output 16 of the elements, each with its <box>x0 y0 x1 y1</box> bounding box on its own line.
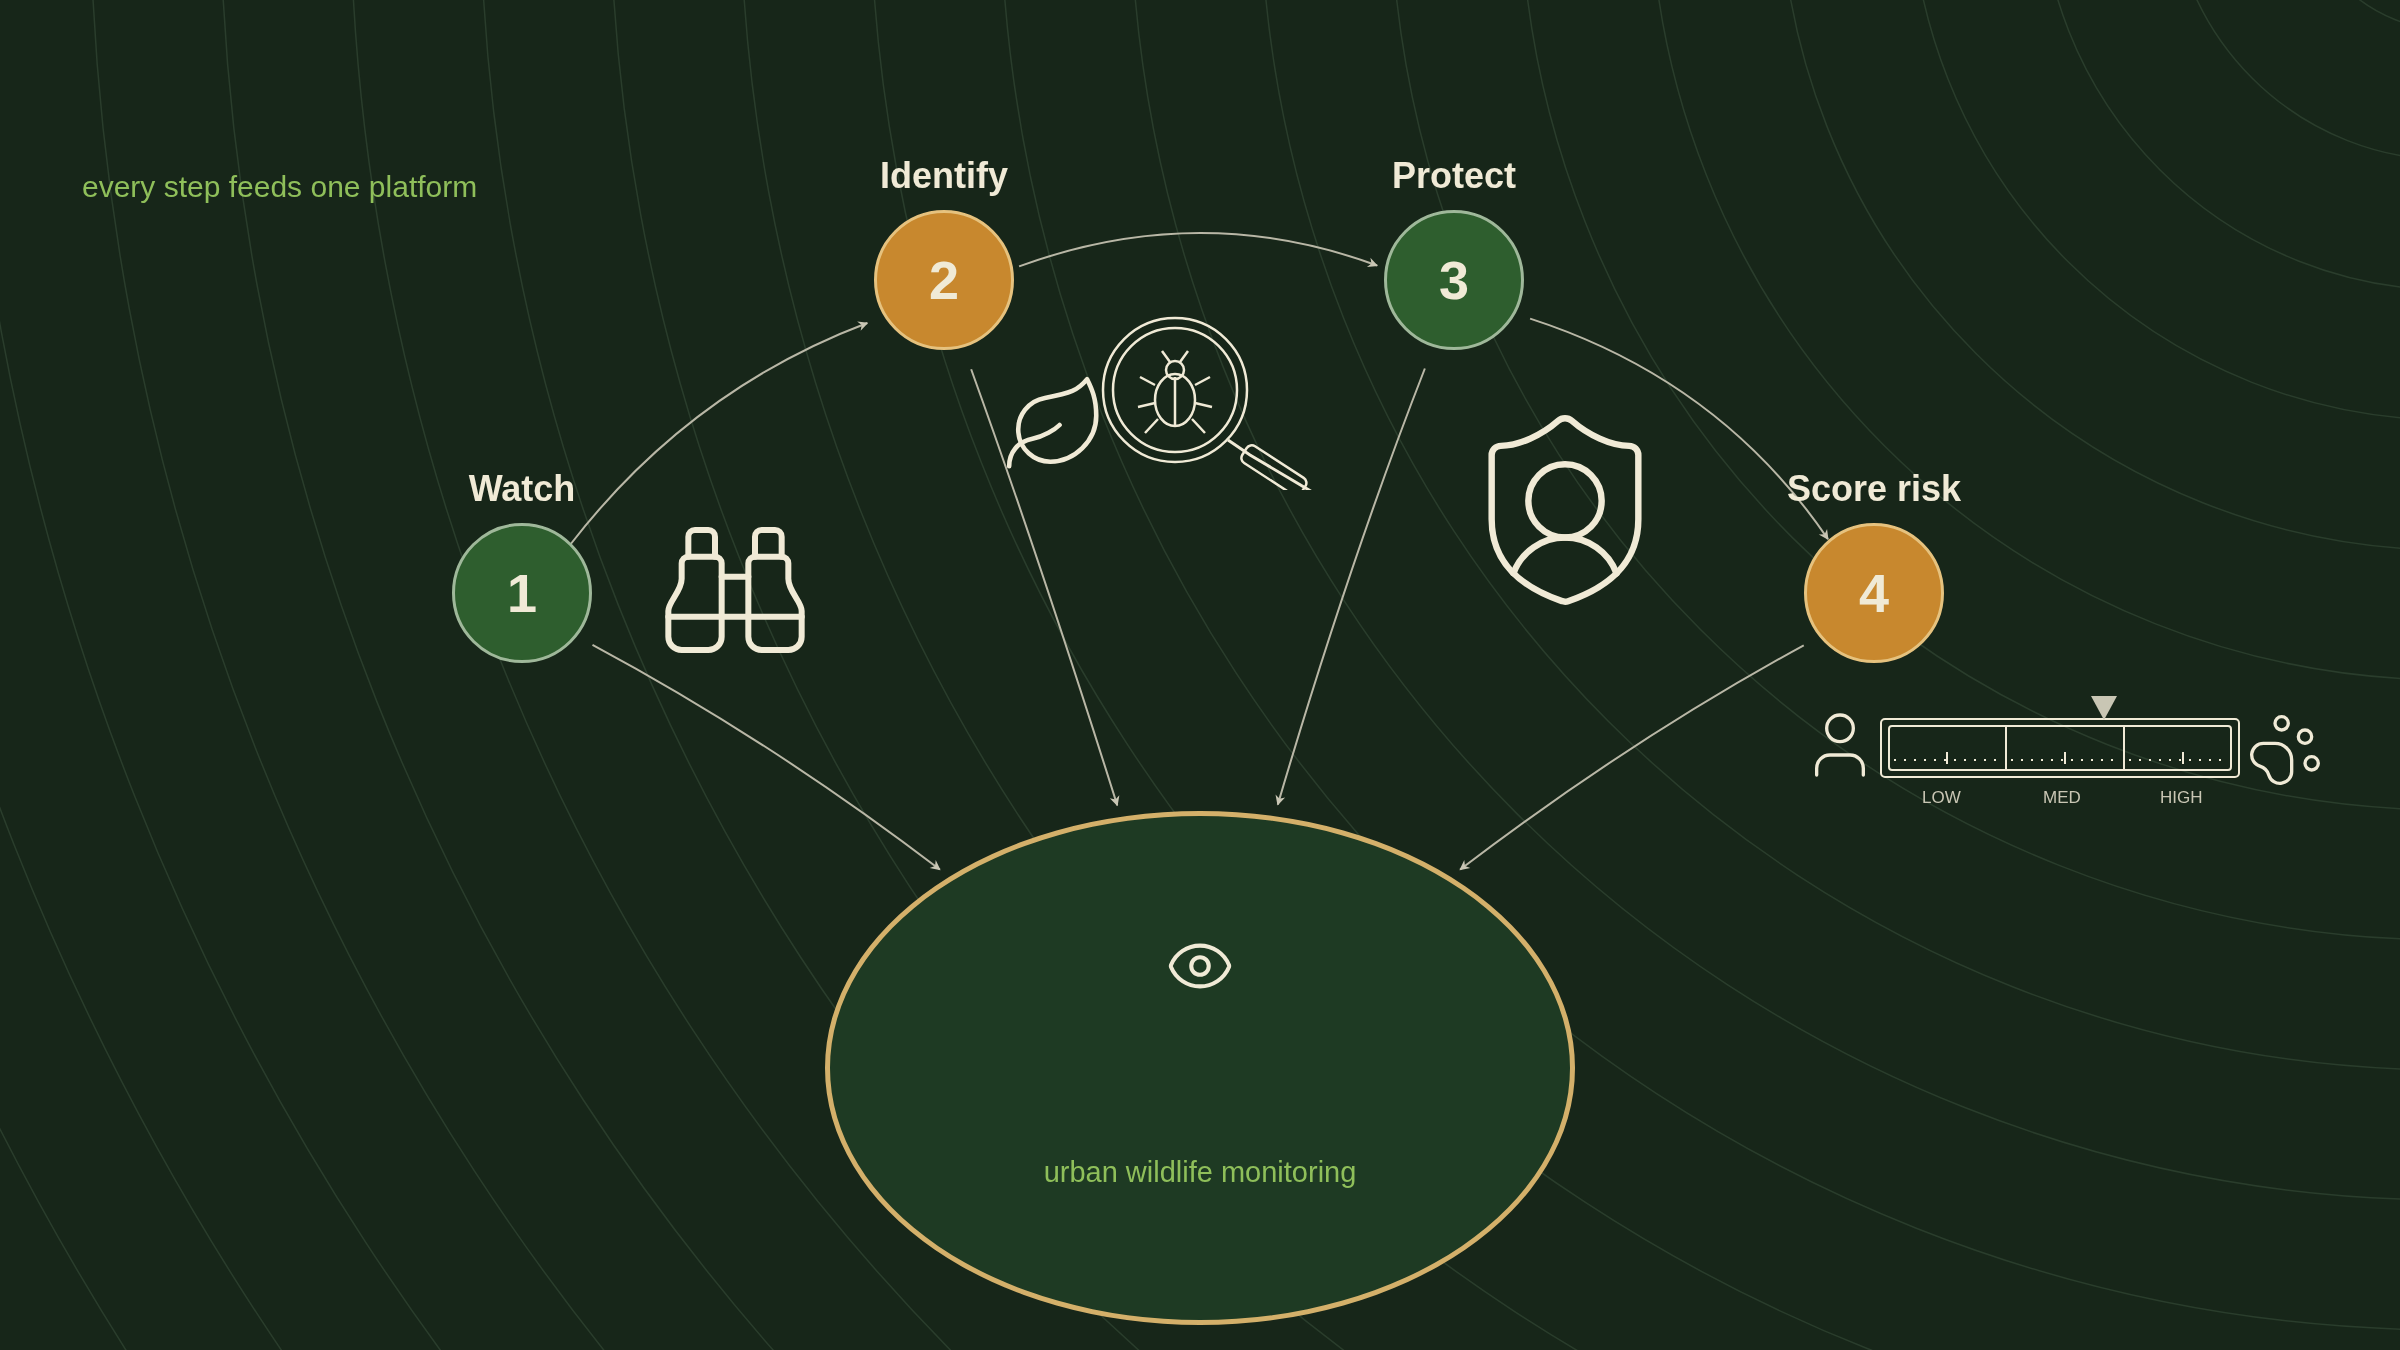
arrow <box>1275 367 1426 806</box>
scale-label: HIGH <box>2160 787 2203 809</box>
step-title: Identify <box>880 154 1008 198</box>
scale-label: MED <box>2043 787 2081 809</box>
step-title: Watch <box>468 467 576 511</box>
scale-label: LOW <box>1922 787 1961 809</box>
arrow <box>1459 644 1805 871</box>
step-title: Score risk <box>1786 467 1962 511</box>
subtitle: every step feeds one platform <box>82 169 478 205</box>
step-title: Protect <box>1392 154 1516 198</box>
arrow <box>1529 317 1829 541</box>
arrow <box>569 321 869 545</box>
arrow <box>591 643 941 871</box>
arrow <box>970 368 1120 807</box>
arrow <box>1018 232 1379 268</box>
platform-tagline: urban wildlife monitoring <box>1043 1155 1357 1190</box>
